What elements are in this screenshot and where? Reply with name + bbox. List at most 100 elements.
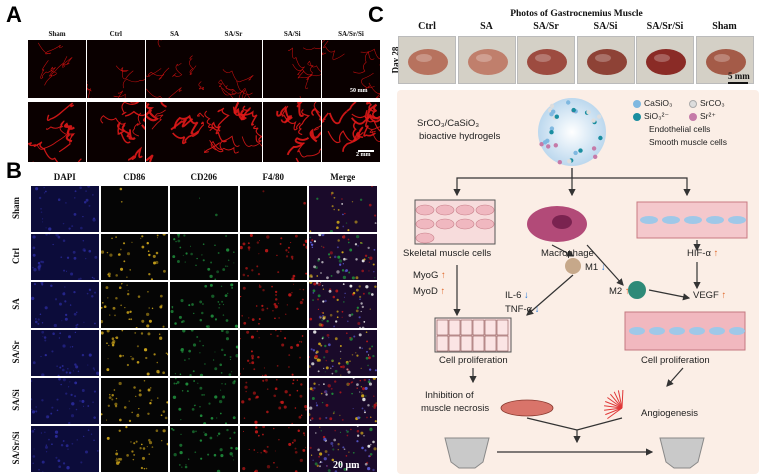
fluorescence-spot (258, 317, 261, 321)
fluorescence-spot (313, 382, 316, 385)
fluorescence-spot (118, 429, 121, 433)
fluorescence-spot (65, 444, 69, 448)
fluorescence-spot (155, 361, 158, 364)
fluorescence-spot (349, 360, 351, 362)
myog-label: MyoG ↑ (413, 270, 446, 281)
fluorescence-spot (259, 452, 262, 454)
fluorescence-spot (296, 389, 298, 392)
fluorescence-spot (56, 409, 59, 412)
fluorescence-spot (172, 255, 176, 259)
ion-particle (586, 110, 591, 115)
fluorescence-spot (130, 241, 133, 243)
fluorescence-spot (196, 257, 198, 260)
fluorescence-spot (207, 453, 210, 456)
fluorescence-spot (321, 261, 324, 264)
fluorescence-spot (41, 221, 44, 223)
fluorescence-spot (369, 256, 373, 260)
fluorescence-spot (318, 234, 322, 237)
fluorescence-spot (105, 286, 108, 290)
fluorescence-spot (33, 428, 36, 431)
vessel-trace (366, 103, 380, 120)
fluorescence-spot (87, 405, 90, 407)
vessel-branch (607, 397, 623, 409)
fluorescence-spot (295, 343, 299, 347)
ion-particle (549, 103, 555, 109)
fluorescence-spot (96, 371, 99, 375)
fluorescence-spot (250, 354, 254, 358)
fluorescence-spot (340, 467, 342, 469)
fluorescence-spot (337, 239, 340, 242)
fluorescence-spot (309, 387, 313, 391)
fluorescence-spot (331, 372, 334, 375)
fluorescence-spot (363, 258, 366, 261)
fluorescence-spot (38, 268, 41, 271)
fluorescence-image (100, 234, 168, 280)
panel-b-row-label: SA/Sr/Si (11, 431, 21, 465)
vessel-trace (298, 109, 311, 136)
fluorescence-spot (328, 289, 332, 293)
fluorescence-spot (130, 357, 134, 361)
tissue-cell (496, 335, 509, 352)
vessel-image-high-mag (86, 102, 145, 162)
fluorescence-spot (349, 248, 353, 252)
fluorescence-spot (106, 436, 110, 440)
fluorescence-spot (195, 430, 197, 433)
fluorescence-spot (75, 365, 79, 369)
fluorescence-spot (56, 365, 58, 367)
fluorescence-spot (211, 294, 215, 298)
fluorescence-spot (222, 303, 225, 306)
fluorescence-spot (140, 319, 144, 323)
fluorescence-spot (336, 270, 340, 274)
fluorescence-spot (40, 282, 44, 284)
fluorescence-spot (298, 341, 300, 343)
fluorescence-spot (185, 382, 189, 386)
fluorescence-spot (356, 383, 359, 386)
fluorescence-spot (316, 298, 320, 301)
fluorescence-spot (156, 234, 159, 237)
fluorescence-spot (199, 439, 203, 442)
fluorescence-spot (291, 373, 294, 376)
fluorescence-spot (316, 275, 319, 277)
fluorescence-spot (100, 319, 103, 324)
fluorescence-spot (292, 439, 296, 442)
flow-arrow (666, 367, 684, 387)
inhibition-label-2: muscle necrosis (421, 403, 490, 414)
fluorescence-spot (241, 467, 245, 471)
fluorescence-spot (108, 314, 110, 316)
fluorescence-spot (195, 264, 197, 267)
fluorescence-spot (294, 234, 298, 238)
fluorescence-spot (312, 289, 316, 293)
muscle-specimen (705, 49, 746, 75)
fluorescence-spot (80, 226, 83, 230)
fluorescence-spot (329, 313, 333, 317)
fluorescence-spot (67, 448, 69, 450)
fluorescence-spot (41, 261, 43, 263)
fluorescence-spot (43, 187, 45, 189)
fluorescence-spot (229, 437, 232, 440)
fluorescence-spot (82, 240, 85, 242)
fluorescence-spot (110, 398, 113, 401)
muscle-cell (415, 232, 435, 244)
fluorescence-spot (316, 358, 320, 362)
vessel-trace (62, 56, 73, 68)
fluorescence-spot (115, 336, 118, 340)
fluorescence-spot (348, 451, 350, 453)
fluorescence-spot (57, 235, 61, 239)
fluorescence-spot (128, 269, 131, 271)
fluorescence-spot (94, 322, 96, 325)
fluorescence-spot (263, 374, 267, 376)
fluorescence-spot (294, 470, 298, 472)
vessel-trace (369, 129, 380, 142)
fluorescence-spot (297, 429, 300, 432)
fluorescence-spot (132, 458, 134, 461)
fluorescence-spot (83, 321, 85, 323)
vessel-trace (211, 140, 240, 154)
fluorescence-spot (83, 249, 86, 252)
vessel-trace (276, 105, 293, 123)
fluorescence-spot (115, 461, 119, 465)
fluorescence-spot (336, 226, 339, 230)
fluorescence-spot (360, 241, 362, 244)
vessel-trace (32, 161, 34, 162)
fluorescence-spot (100, 331, 104, 335)
fluorescence-spot (347, 229, 350, 232)
